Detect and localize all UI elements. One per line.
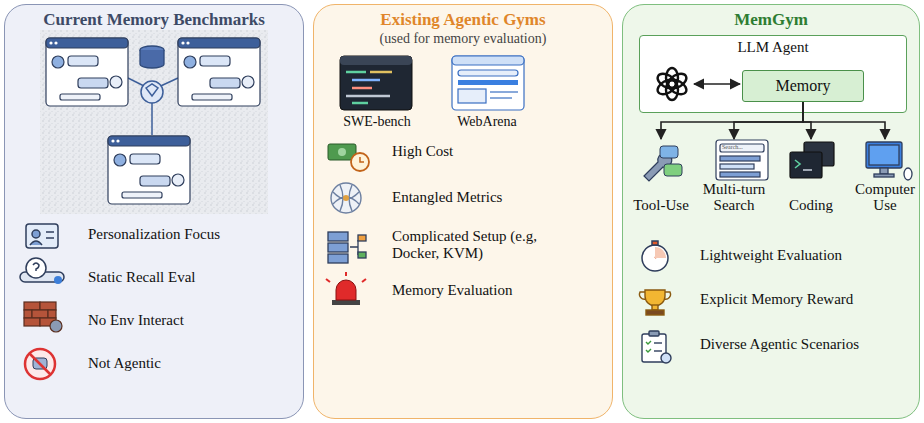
- feature-label: Explicit Memory Reward: [700, 291, 910, 308]
- feature-label: High Cost: [392, 143, 592, 160]
- tangle-icon: [331, 183, 361, 213]
- gym-name: WebArena: [447, 114, 527, 130]
- label-text: Explicit Memory Reward: [700, 291, 910, 308]
- connector-arrow: [803, 102, 811, 139]
- label-text: Personalization Focus: [88, 226, 288, 243]
- label-text: Search...: [722, 143, 762, 151]
- label-text: Diverse Agentic Scenarios: [700, 336, 910, 353]
- feature-label: Entangled Metrics: [392, 189, 592, 206]
- trophy-icon: [639, 290, 670, 315]
- terminal-icon: [790, 142, 834, 178]
- feature-label: Complicated Setup (e.g, Docker, KVM): [392, 228, 560, 262]
- feature-label: Memory Evaluation: [392, 282, 592, 299]
- panel-subtitle: (used for memory evaluation): [314, 30, 612, 47]
- feature-label: Diverse Agentic Scenarios: [700, 336, 910, 353]
- siren-icon: [326, 272, 366, 305]
- label-text: High Cost: [392, 143, 592, 160]
- node-label: Computer Use: [848, 181, 922, 213]
- connector-arrow: [734, 102, 803, 139]
- magnifier-icon: [20, 258, 64, 284]
- money-clock-icon: [328, 144, 369, 171]
- openai-logo: [655, 68, 689, 100]
- chat-network-illustration: [40, 30, 268, 214]
- clipboard-icon: [642, 331, 671, 363]
- brick-wall-icon: [24, 302, 62, 332]
- label-text: Static Recall Eval: [88, 269, 288, 286]
- no-robot-icon: [25, 349, 55, 379]
- label-text: No Env Interact: [88, 312, 288, 329]
- feature-label: Lightweight Evaluation: [700, 247, 910, 264]
- server-icon: [328, 232, 366, 263]
- panel-title: Existing Agentic Gyms: [314, 10, 612, 30]
- tool-icon: [644, 146, 682, 181]
- feature-label: No Env Interact: [88, 312, 288, 329]
- feature-label: Personalization Focus: [88, 226, 288, 243]
- id-card-icon: [26, 224, 58, 248]
- label-text: Not Agentic: [88, 355, 288, 372]
- connector-arrow: [661, 102, 803, 139]
- search-box-text: Search...: [722, 143, 762, 151]
- node-label: Multi-turn Search: [693, 181, 775, 213]
- node-label: Coding: [789, 197, 833, 213]
- node-label: Tool-Use: [633, 197, 689, 213]
- stopwatch-icon: [642, 241, 668, 271]
- node-label: LLM Agent: [640, 36, 906, 56]
- browser-window-icon: [452, 56, 524, 110]
- code-window-icon: [340, 56, 412, 110]
- search-window-icon: [716, 140, 768, 180]
- feature-label: Static Recall Eval: [88, 269, 288, 286]
- computer-icon: [866, 142, 912, 180]
- label-text: Memory Evaluation: [392, 282, 592, 299]
- panel-title: Current Memory Benchmarks: [5, 10, 303, 30]
- panel-title: MemGym: [623, 10, 919, 30]
- label-text: Complicated Setup (e.g, Docker, KVM): [392, 228, 560, 262]
- connector-arrow: [803, 102, 885, 139]
- agent-memory-arrow: [694, 83, 740, 85]
- memory-box: Memory: [742, 70, 864, 102]
- label-text: Lightweight Evaluation: [700, 247, 910, 264]
- node-label: Memory: [775, 77, 830, 95]
- feature-label: Not Agentic: [88, 355, 288, 372]
- label-text: SWE-bench: [337, 114, 417, 130]
- label-text: WebArena: [447, 114, 527, 130]
- gym-name: SWE-bench: [337, 114, 417, 130]
- label-text: Entangled Metrics: [392, 189, 592, 206]
